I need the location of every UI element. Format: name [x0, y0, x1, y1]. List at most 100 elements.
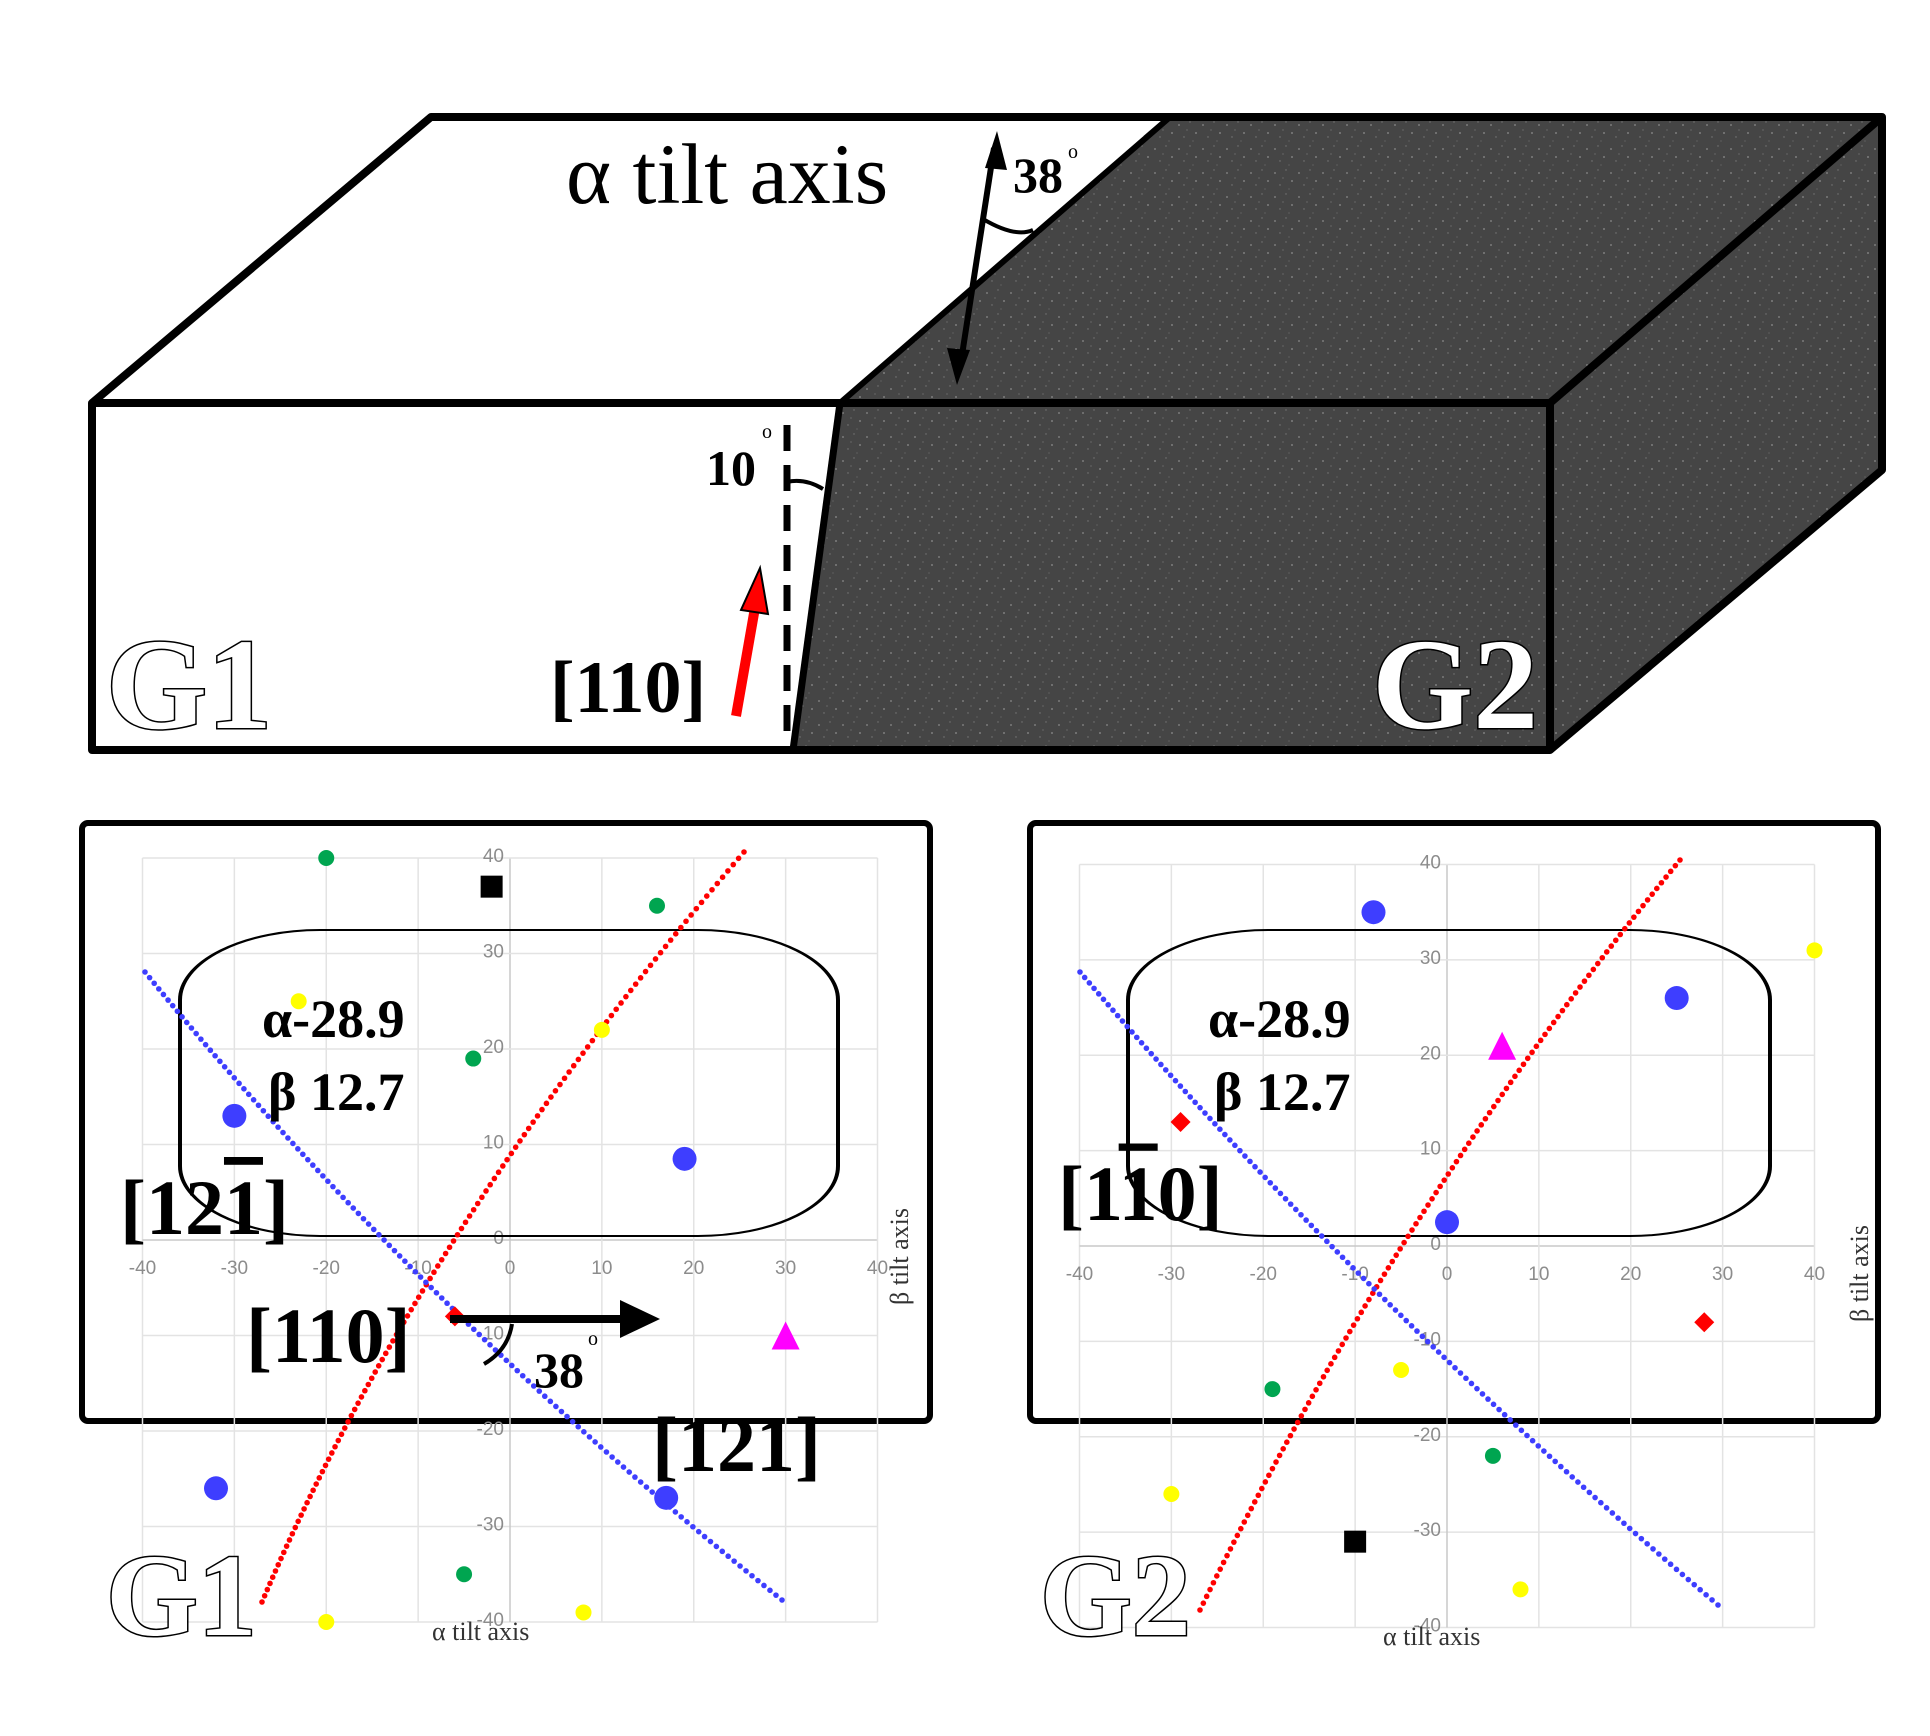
- trace-dot: [341, 1425, 348, 1431]
- panel-g2-frame: [1027, 820, 1881, 1424]
- trace-dot: [1558, 1463, 1564, 1470]
- trace-dot: [707, 1538, 714, 1545]
- trace-dot: [713, 1543, 720, 1550]
- trace-dot: [1709, 1597, 1715, 1603]
- trace-dot: [1430, 1344, 1437, 1350]
- trace-dot: [442, 1250, 449, 1257]
- trace-dot: [360, 1215, 367, 1222]
- pole-marker-circle: [575, 1604, 592, 1621]
- trace-dot: [1355, 1270, 1362, 1276]
- trace-dot: [536, 1388, 543, 1394]
- panel-g2-markers: [1163, 900, 1823, 1598]
- trace-dot: [438, 1256, 445, 1263]
- trace-dot: [404, 1313, 411, 1319]
- pole-marker-circle: [1264, 1381, 1281, 1398]
- trace-dot: [609, 1454, 615, 1460]
- red-direction-arrow: [731, 601, 761, 717]
- trace-dot: [623, 993, 629, 1000]
- trace-dot: [355, 1400, 361, 1406]
- trace-dot: [1661, 1556, 1668, 1562]
- tilt-angle-arc: [981, 217, 1034, 235]
- boundary-angle-arc: [786, 478, 825, 491]
- trace-dot: [1305, 1400, 1312, 1406]
- trace-dot: [423, 1279, 429, 1286]
- trace-dot: [731, 1558, 737, 1564]
- trace-dot: [1608, 943, 1615, 949]
- pole-marker-diamond: [1170, 1112, 1191, 1133]
- trace-dot: [1339, 1254, 1346, 1261]
- trace-dot: [1667, 868, 1674, 875]
- red-direction-arrowhead: [739, 564, 770, 616]
- g2-front-face: [793, 403, 1550, 750]
- trace-dot: [301, 1506, 307, 1512]
- trace-dot: [503, 1357, 510, 1364]
- trace-dot: [730, 861, 737, 868]
- trace-dot: [329, 1450, 335, 1456]
- trace-dot: [1468, 1380, 1475, 1387]
- trace-dot: [1203, 1593, 1210, 1600]
- pole-marker-circle: [649, 897, 665, 914]
- x-tick-label: 30: [775, 1258, 796, 1279]
- trace-dot: [401, 1319, 407, 1325]
- trace-dot: [290, 1140, 296, 1147]
- panel-g1-trace-dots: [142, 849, 785, 1605]
- trace-dot: [338, 1431, 345, 1438]
- trace-dot: [1252, 1163, 1258, 1170]
- trace-dot: [755, 1577, 761, 1584]
- trace-dot: [462, 1219, 469, 1226]
- trace-dot: [1541, 1448, 1547, 1454]
- trace-dot: [741, 849, 747, 855]
- trace-dot: [1635, 908, 1642, 915]
- trace-dot: [350, 1205, 357, 1211]
- trace-dot: [474, 1200, 481, 1207]
- trace-dot: [1581, 978, 1588, 984]
- trace-dot: [618, 1000, 624, 1006]
- trace-dot: [615, 1459, 621, 1465]
- pole-marker-circle: [465, 1050, 482, 1067]
- trace-dot: [581, 1429, 587, 1435]
- trace-dot: [408, 1306, 415, 1313]
- x-tick-label: -30: [1158, 1264, 1185, 1285]
- trace-dot: [1453, 1158, 1460, 1165]
- y-tick-label: -20: [1414, 1425, 1441, 1446]
- trace-dot: [491, 1175, 498, 1182]
- trace-dot: [1392, 1307, 1399, 1313]
- trace-dot: [1559, 1007, 1566, 1014]
- trace-dot: [508, 1362, 515, 1369]
- y-tick-label: 0: [493, 1228, 504, 1249]
- trace-dot: [415, 1294, 422, 1300]
- trace-dot: [613, 1006, 620, 1013]
- trace-dot: [270, 1118, 276, 1125]
- trace-dot: [340, 1194, 346, 1201]
- trace-dot: [1546, 1453, 1553, 1460]
- panel-g2-grain-label: G2: [1040, 1530, 1191, 1661]
- trace-dot: [539, 1106, 545, 1113]
- trace-dot: [1495, 1097, 1501, 1104]
- trace-dot: [1474, 1128, 1480, 1134]
- trace-dot: [332, 1443, 338, 1450]
- pole-marker-circle: [1435, 1210, 1459, 1235]
- trace-dot: [1231, 1539, 1237, 1545]
- trace-dot: [1612, 937, 1619, 944]
- trace-dot: [315, 1167, 321, 1174]
- y-tick-label: 30: [483, 942, 504, 963]
- pole-marker-diamond: [1694, 1312, 1715, 1333]
- trace-dot: [151, 980, 157, 987]
- trace-dot: [1654, 885, 1660, 892]
- trace-dot: [1555, 1013, 1561, 1020]
- y-tick-label: -30: [477, 1515, 504, 1536]
- trace-dot: [156, 986, 162, 992]
- x-tick-label: 0: [1442, 1264, 1453, 1285]
- x-tick-label: 10: [1528, 1264, 1549, 1285]
- trace-dot: [589, 1037, 596, 1044]
- trace-dot: [1403, 1317, 1410, 1324]
- trace-dot: [1091, 985, 1097, 992]
- trace-dot: [1569, 1474, 1576, 1480]
- pole-marker-circle: [1163, 1485, 1180, 1502]
- trace-dot: [1563, 1468, 1570, 1475]
- y-tick-label: 40: [1420, 853, 1441, 874]
- g1-top-face: [92, 117, 1170, 403]
- trace-dot: [1298, 1211, 1304, 1218]
